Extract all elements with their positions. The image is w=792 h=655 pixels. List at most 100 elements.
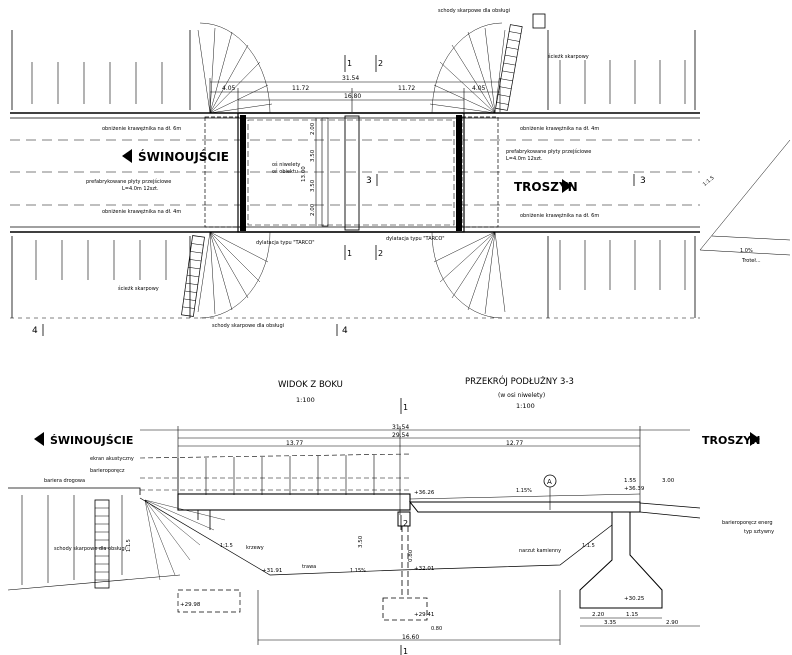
elev-dim-span-left: 13.77 bbox=[286, 440, 303, 447]
plan-dim-w1: 2.00 bbox=[310, 122, 316, 135]
left-slope-fan bbox=[144, 499, 226, 581]
plan-dim-span-left: 11.72 bbox=[292, 85, 309, 92]
section-marker-3-center: 3 bbox=[366, 174, 378, 186]
note-slope-path-top: ścieżk skarpowy bbox=[548, 53, 589, 60]
elev-arrow-right-icon bbox=[750, 432, 760, 446]
note-dilatation-left: dylatacja typu "TARCO" bbox=[256, 240, 315, 246]
label-embankment: narzut kamienny bbox=[519, 548, 561, 554]
elev-section-marker-1-bottom: 1 bbox=[400, 645, 408, 655]
stairs-bottom bbox=[181, 235, 205, 317]
note-slope-path-bottom: ścieżk skarpowy bbox=[118, 285, 159, 292]
note-prefab-left-1: prefabrykowane płyty przejściowe bbox=[86, 178, 171, 185]
slope-cone-top-right bbox=[429, 22, 506, 114]
upper-right-field bbox=[547, 30, 696, 110]
elev-subtitle-right: (w osi niwelety) bbox=[498, 392, 545, 399]
plan-dim-between: 16.80 bbox=[344, 93, 361, 100]
elev-29-98: +29.98 bbox=[180, 602, 201, 608]
elev-title-right: PRZEKRÓJ PODŁUŻNY 3-3 bbox=[465, 375, 574, 387]
note-prefab-left-2: L=4.0m 12szt. bbox=[122, 186, 159, 192]
pier-plan bbox=[344, 115, 360, 231]
label-bushes: krzewy bbox=[246, 545, 264, 551]
elev-dim-r4: 1.15 bbox=[626, 612, 639, 618]
elev-slope-a: 1:1.5 bbox=[126, 539, 132, 552]
plan-dim-span-right: 11.72 bbox=[398, 85, 415, 92]
elev-dim-r3: 2.20 bbox=[592, 612, 605, 618]
elev-slope-pct2: 1.15% bbox=[350, 568, 366, 574]
left-road-surface bbox=[8, 487, 141, 495]
svg-text:2: 2 bbox=[378, 59, 383, 68]
svg-text:4: 4 bbox=[32, 326, 38, 336]
elev-title-left: WIDOK Z BOKU bbox=[278, 380, 343, 390]
lower-right-field bbox=[547, 236, 696, 318]
note-stairs-bottom: schody skarpowe dla obsługi bbox=[212, 323, 284, 329]
svg-text:3: 3 bbox=[640, 176, 646, 186]
right-abutment bbox=[579, 511, 663, 609]
plan-dim-end-right: 4.05 bbox=[472, 85, 486, 92]
upper-left-hatch bbox=[31, 62, 163, 104]
elev-stairs bbox=[94, 499, 110, 589]
svg-text:4: 4 bbox=[342, 326, 348, 336]
plan-dimension-lines bbox=[209, 78, 501, 112]
lower-right-hatch bbox=[559, 240, 686, 290]
ground-profile bbox=[139, 497, 613, 576]
plan-view: 31.54 11.72 11.72 16.80 4.05 4.05 2.00 3… bbox=[10, 8, 791, 336]
plan-dim-total: 31.54 bbox=[342, 75, 359, 82]
elev-36-39: +36.39 bbox=[624, 486, 645, 492]
section-marker-2-bottom: 2 bbox=[375, 245, 383, 260]
label-screen: ekran akustyczny bbox=[90, 456, 134, 462]
elev-32-01: +32.01 bbox=[414, 566, 434, 572]
pier-cap bbox=[397, 511, 411, 527]
section-marker-4-left: 4 bbox=[32, 324, 44, 336]
bridge-deck-outline bbox=[237, 112, 465, 233]
elev-30-25: +30.25 bbox=[624, 596, 645, 602]
elev-31-91: +31.91 bbox=[262, 568, 282, 574]
section-marker-3-right: 3 bbox=[633, 174, 646, 186]
stairs-top bbox=[495, 24, 523, 111]
elev-dim-span-right: 12.77 bbox=[506, 440, 523, 447]
upper-left-field bbox=[11, 30, 191, 110]
label-barrier-right-1: barieroporęcz energ bbox=[722, 520, 773, 526]
svg-text:3: 3 bbox=[366, 176, 372, 186]
label-barrier-1: barieroporęcz bbox=[90, 468, 125, 474]
deck-section-right bbox=[408, 501, 641, 513]
plan-label-left: ŚWINOUJŚCIE bbox=[138, 149, 229, 164]
left-posts bbox=[21, 495, 123, 585]
section-marker-2-top: 2 bbox=[375, 55, 383, 72]
elev-dim-total: 31.54 bbox=[392, 424, 409, 431]
elev-29-41: +29.41 bbox=[414, 612, 434, 618]
upper-right-hatch bbox=[559, 60, 686, 104]
elev-dim-h1: 3.50 bbox=[358, 535, 364, 548]
elev-slope-b: 1:1.5 bbox=[220, 543, 233, 549]
arrow-right-icon bbox=[562, 179, 572, 193]
svg-text:2: 2 bbox=[403, 519, 408, 528]
elev-arrow-left-icon bbox=[34, 432, 44, 446]
label-grass: trawa bbox=[302, 564, 316, 570]
right-transition-slab bbox=[639, 502, 701, 519]
note-dilatation-right: dylatacja typu "TARCO" bbox=[386, 236, 445, 242]
elevation-view: WIDOK Z BOKU 1:100 PRZEKRÓJ PODŁUŻNY 3-3… bbox=[7, 375, 774, 655]
label-stairs: schody skarpowe dla obsługi bbox=[54, 546, 126, 552]
section-marker-1-bottom: 1 bbox=[344, 245, 352, 260]
note-curb-bl: obniżenie krawężnika na dł. 4m bbox=[102, 209, 181, 215]
note-curb-br: obniżenie krawężnika na dł. 6m bbox=[520, 213, 599, 219]
note-curb-tr: obniżenie krawężnika na dł. 4m bbox=[520, 126, 599, 132]
elev-dim-r5: 3.35 bbox=[604, 620, 617, 626]
elev-slope-c: 1:1.5 bbox=[582, 543, 595, 549]
elev-bottom-dims bbox=[257, 590, 700, 645]
note-axis-1: oś niwelety bbox=[272, 161, 300, 168]
elev-dim-bottom: 16.60 bbox=[402, 634, 419, 641]
small-structure bbox=[532, 13, 546, 29]
left-ground bbox=[7, 574, 181, 591]
svg-text:1: 1 bbox=[403, 403, 408, 412]
note-stairs-top: schody skarpowe dla obsługi bbox=[438, 8, 510, 14]
plan-dim-w4: 2.00 bbox=[310, 203, 316, 216]
elev-dim-r2: 1.55 bbox=[624, 478, 637, 484]
label-barrier-right-2: typ sztywny bbox=[744, 529, 774, 535]
label-barrier-road: bariera drogowa bbox=[44, 478, 85, 484]
plan-slope-pct: 1.0% bbox=[740, 248, 753, 254]
acoustic-screen bbox=[139, 453, 411, 495]
note-curb-tl: obniżenie krawężnika na dł. 6m bbox=[102, 126, 181, 132]
plan-dim-w2: 3.50 bbox=[310, 149, 316, 162]
elev-slope-pct: 1.15% bbox=[516, 488, 532, 494]
note-prefab-right-1: prefabrykowane płyty przejściowe bbox=[506, 148, 591, 155]
